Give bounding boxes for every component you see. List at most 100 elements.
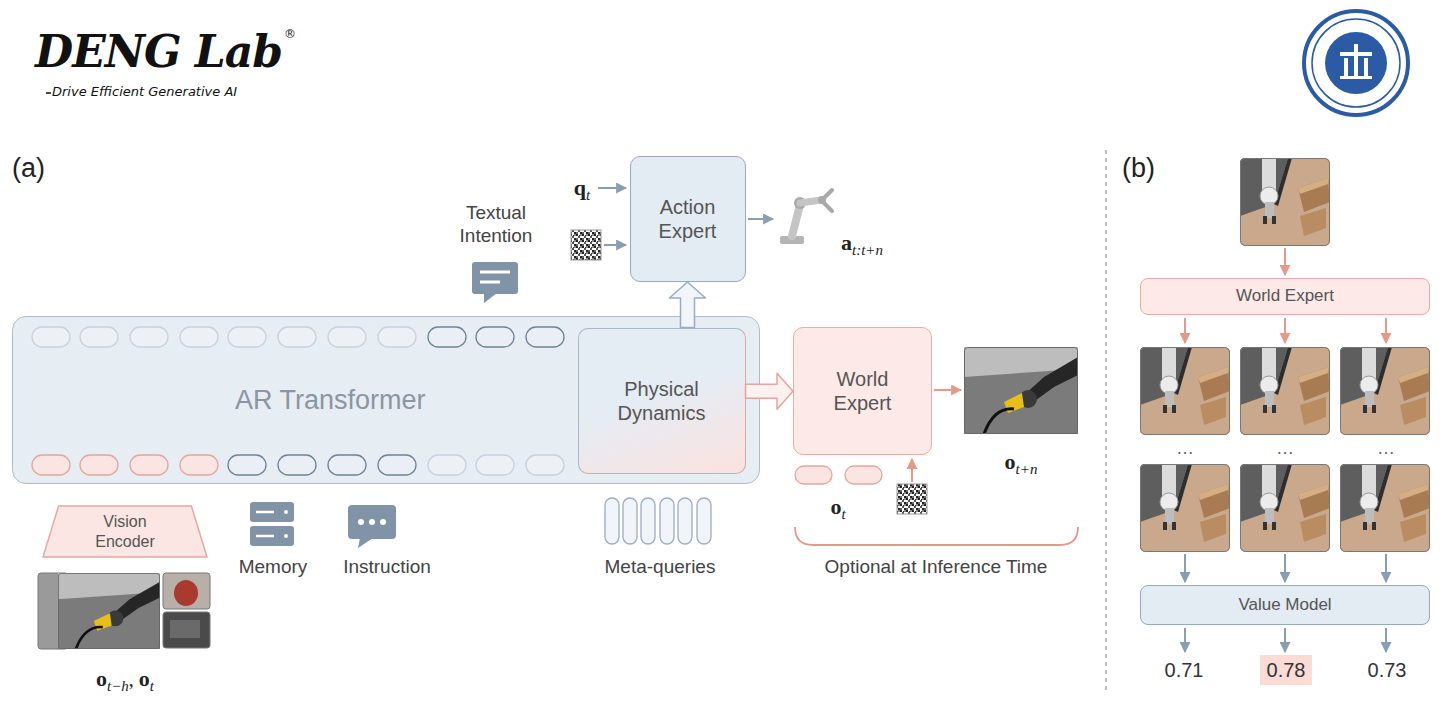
meta-query-tokens <box>660 498 674 544</box>
value-score: 0.78 <box>1267 659 1306 681</box>
node-label: Value Model <box>1238 595 1331 615</box>
token-sequence <box>80 455 118 475</box>
ellipsis: … <box>1176 438 1194 460</box>
logo-underline <box>46 93 51 94</box>
camera-views <box>38 573 210 649</box>
flow-arrow <box>598 188 1386 652</box>
token-sequence <box>228 455 266 475</box>
camera-views <box>170 620 200 638</box>
math-symbol: at:t+n <box>841 236 883 253</box>
token-sequence <box>180 327 218 347</box>
university-seal <box>1312 19 1400 107</box>
token-sequence <box>278 455 316 475</box>
panel-label: (b) <box>1122 152 1155 184</box>
component-label: Textual Intention <box>446 202 546 248</box>
instruction-icon <box>369 519 375 525</box>
meta-query-tokens <box>641 498 655 544</box>
meta-query-tokens <box>697 498 711 544</box>
logo-tagline: Drive Efficient Generative AI <box>52 84 237 100</box>
university-seal <box>1340 76 1372 79</box>
best-score-highlight <box>1260 655 1312 685</box>
instruction-icon <box>358 519 364 525</box>
math-symbol: qt <box>574 181 590 198</box>
university-seal <box>1304 11 1408 115</box>
node-label: World Expert <box>1236 286 1334 306</box>
flow-arrow <box>1184 628 1186 652</box>
action-expert-box: Action Expert <box>630 156 746 282</box>
value-model-box: Value Model <box>1140 585 1430 625</box>
component-label: Instruction <box>343 556 431 579</box>
predicted-frame <box>964 347 1078 434</box>
flow-arrow <box>604 244 626 246</box>
observation-tokens <box>795 466 832 484</box>
math-part: o <box>1005 449 1016 474</box>
math-part: o <box>830 494 841 519</box>
math-part: o <box>139 666 150 691</box>
token-sequence <box>130 327 168 347</box>
world-expert-box: World Expert <box>1140 278 1430 315</box>
panel-divider <box>1105 150 1107 690</box>
best-score-highlight <box>1260 655 1312 685</box>
robot-arm-icon <box>824 190 832 198</box>
token-sequence <box>476 327 514 347</box>
math-part: t <box>841 506 845 522</box>
value-score: 0.71 <box>1165 659 1204 681</box>
token-sequence <box>32 327 564 475</box>
flow-arrow <box>748 218 773 220</box>
memory-icon <box>250 526 294 546</box>
flow-arrow <box>911 459 913 482</box>
node-label: Action Expert <box>638 195 738 243</box>
node-label: Vision Encoder <box>75 512 175 550</box>
math-symbol: ot <box>830 494 845 520</box>
intention-icon <box>484 293 497 303</box>
math-part: t+n <box>1016 461 1038 477</box>
flow-arrow <box>1284 554 1286 582</box>
noise-square <box>897 484 927 514</box>
token-sequence <box>228 327 266 347</box>
math-symbol: ot+n <box>1005 455 1038 472</box>
memory-icon <box>284 510 288 514</box>
component-label: Textual Intention <box>460 202 533 246</box>
token-sequence <box>180 455 218 475</box>
trapezoid-outline <box>42 505 208 558</box>
meta-query-tokens <box>623 498 637 544</box>
memory-icon <box>256 511 274 514</box>
flow-arrow <box>1284 628 1286 652</box>
math-part: , <box>129 668 139 690</box>
flow-arrow <box>1284 248 1286 275</box>
intention-icon <box>472 262 518 294</box>
rollout-frames <box>1240 347 1330 435</box>
math-part: a <box>841 230 852 255</box>
camera-views <box>58 573 160 649</box>
memory-icon <box>250 502 294 546</box>
memory-icon <box>256 535 274 538</box>
component-label: Memory <box>239 556 308 579</box>
panel-label: (a) <box>12 153 45 183</box>
memory-icon <box>284 534 288 538</box>
token-sequence <box>378 327 416 347</box>
token-sequence <box>476 455 514 475</box>
university-seal <box>1364 58 1368 76</box>
optional-bracket <box>795 527 1078 545</box>
camera-views <box>163 573 210 609</box>
token-sequence <box>32 327 70 347</box>
math-symbol: ot+n <box>1005 449 1038 475</box>
token-sequence <box>278 327 316 347</box>
math-part: t:t+n <box>852 242 883 258</box>
rollout-frames <box>1140 347 1230 435</box>
hollow-arrow <box>746 373 794 409</box>
ellipsis: … <box>1276 438 1294 458</box>
university-seal <box>1304 11 1408 115</box>
rollout-frames <box>1340 347 1430 435</box>
node-label: AR Transformer <box>235 384 426 416</box>
robot-arm-icon <box>824 203 832 211</box>
camera-views <box>174 580 198 606</box>
token-sequence <box>428 455 466 475</box>
noise-square <box>571 230 601 260</box>
token-sequence <box>80 327 118 347</box>
rollout-frames <box>1140 158 1430 552</box>
component-label: Optional at Inference Time <box>825 556 1048 579</box>
encoder-trapezoid: Vision Encoder <box>42 505 208 558</box>
